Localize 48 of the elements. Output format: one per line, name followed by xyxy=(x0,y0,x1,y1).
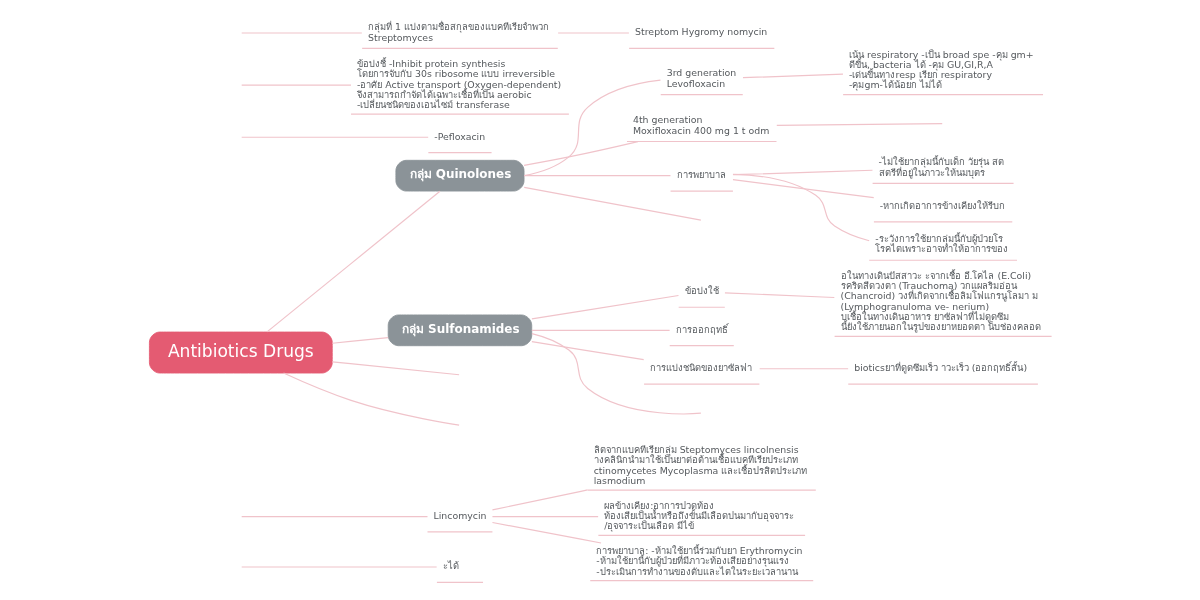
connector xyxy=(530,329,670,331)
connector xyxy=(530,341,644,361)
node-text: การพยาบาล: -ห้ามใช้ยานี้ร่วมกับยา Erythromycin -ห้ามใช้ยานี้กับผู้ป่วยที่มีภาวะท้องเสียอย่างรุนแรง -ประเมินการทำงานของตับและไตในระยะเวลานาน xyxy=(595,544,802,577)
connector xyxy=(491,515,599,518)
connector xyxy=(723,292,835,299)
node-text: 4th generation Moxifloxacin 400 mg 1 t odm xyxy=(632,114,769,136)
node-text: ะได้ xyxy=(442,560,459,572)
node-text: ผลข้างเคียง:อาการปวดท้อง ท้องเสียเป็นน้ำหรือถึงขั้นมีเลือดปนมากับอุจจาระ /อุจจาระเป็นเลือด มีไข้ xyxy=(603,499,794,532)
node-text: การออกฤทธิ์ xyxy=(675,323,728,335)
connector xyxy=(240,515,428,518)
connector xyxy=(265,190,441,333)
node-text: -Pefloxacin xyxy=(433,130,485,142)
connector xyxy=(731,179,874,199)
connector xyxy=(530,332,701,415)
connector xyxy=(758,368,849,370)
node-text: Lincomycin xyxy=(432,509,487,521)
connector xyxy=(331,361,460,376)
node-text: 3rd generation Levofloxacin xyxy=(666,67,736,89)
node-text: กลุ่มที่ 1 แบ่งตามชื่อสกุลของแบคทีเรียจำพวก Streptomyces xyxy=(367,21,549,43)
node-text: -ระวังการใช้ยากลุ่มนี้กับผู้ป่วยโร โรคไตเพราะอาจทำให้อาการของ xyxy=(874,233,1008,255)
node-text: เน้น respiratory -เป็น broad spe -คุม gm+ ดีขึ้น, bacteria ได้ -คุม GU,GI,R,A -เด่นขึ้นทางresp เรียก respiratory -คุมgm-ได้น้อยก ไม่ได้ xyxy=(848,48,1034,91)
connector xyxy=(775,123,943,126)
connector xyxy=(491,521,602,544)
node-text: ลิตจากแบคทีเรียกลุ่ม Steptomyces lincolnensis างคลินิกนำมาใช้เป็นยาต่อต้านเชื้อแบคทีเรียประเภท ctinomycetes Mycoplasma และเชื้อปรสิตประเภท lasmodium xyxy=(593,444,807,486)
connector xyxy=(523,186,701,221)
connector xyxy=(282,372,460,426)
node-text: -ไม่ใช้ยากลุ่มนี้กับเด็ก วัยรุ่น สต สตรีที่อยู่ในภาวะให้นมบุตร xyxy=(878,156,1004,178)
node-text: -หากเกิดอาการข้างเคียงให้รีบก xyxy=(879,199,1005,211)
node-text: การพยาบาล xyxy=(676,169,726,181)
node-box: กลุ่ม Sulfonamides xyxy=(387,314,532,347)
connector xyxy=(741,73,844,79)
connector xyxy=(731,173,870,242)
connector xyxy=(522,79,661,177)
node-text: การแบ่งชนิดของยาซัลฟา xyxy=(649,362,752,374)
connector xyxy=(240,84,352,86)
connector xyxy=(491,489,588,511)
node-box: Antibiotics Drugs xyxy=(148,331,333,374)
node-text: ข้อบ่งชี้ -Inhibit protein synthesis โดยการจับกับ 30s ribosome แบบ irreversible -อาศัย Active transport (Oxygen-dependent) จึงสามารถกำจัดได้เฉพาะเชื้อที่เป็น aerobic -เปลี่ยนชนิดของเอนไซม์ transferase xyxy=(356,58,561,111)
connector xyxy=(523,141,639,166)
node-text: อในทางเดินปัสสาวะ ะจากเชื้อ อี.โคไล (E.Coli) รคริดสีดวงตา (Trauchoma) วกแผลริมอ่อน (Chancroid) วงที่เกิดจากเชื้อลิมโฟแกรนูโลมา ม (Lymphogranuloma ve- nerium) บเชื้อในทางเดินอาหาร ยาซัลฟาที่ไม่ดูดซึม นี้ยังใช้ภายนอกในรูปของยาหยอดตา น็บช่องคลอด xyxy=(840,269,1041,333)
node-text: ข้อบ่งใช้ xyxy=(684,285,719,297)
node-text: bioticsยาที่ดูดซึมเร็ว าวะเร็ว (ออกฤทธิ์สั้น) xyxy=(853,362,1027,374)
connector xyxy=(523,175,671,177)
connector xyxy=(331,336,389,344)
node-box: กลุ่ม Quinolones xyxy=(394,159,524,192)
connector xyxy=(240,136,429,138)
connector xyxy=(530,294,679,320)
node-text: Streptom Hygromy nomycin xyxy=(634,26,767,38)
